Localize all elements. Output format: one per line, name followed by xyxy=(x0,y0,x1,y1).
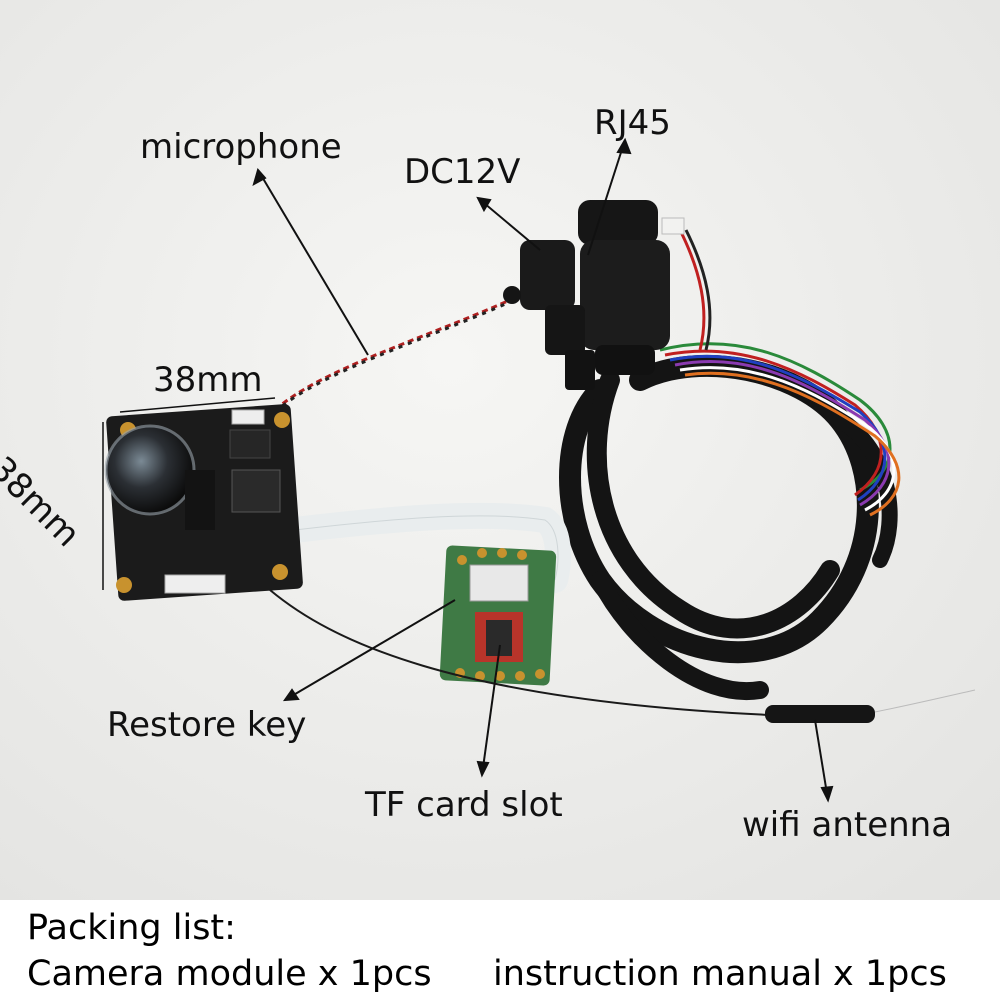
dc12v-jack xyxy=(520,240,595,390)
wifi-antenna xyxy=(269,589,976,723)
label-tf-card-slot: TF card slot xyxy=(365,785,563,825)
microphone-capsule xyxy=(503,286,521,304)
packing-list-item-camera-module: Camera module x 1pcs xyxy=(27,954,432,994)
label-microphone: microphone xyxy=(140,127,342,167)
label-rj45: RJ45 xyxy=(594,103,671,143)
colored-wires xyxy=(659,229,901,517)
label-wifi-antenna: wifi antenna xyxy=(742,805,953,845)
label-dc12v: DC12V xyxy=(404,152,521,192)
label-restore-key: Restore key xyxy=(107,705,307,745)
packing-list: Packing list: Camera module x 1pcs instr… xyxy=(0,900,1000,1000)
packing-list-item-instruction-manual: instruction manual x 1pcs xyxy=(493,954,947,994)
rj45-connector xyxy=(578,200,685,375)
packing-list-title: Packing list: xyxy=(27,908,236,948)
tf-card-board xyxy=(439,545,557,686)
microphone-wire xyxy=(274,286,521,414)
pointer-lines xyxy=(102,137,834,803)
label-width-dimension: 38mm xyxy=(153,360,263,400)
camera-pcb xyxy=(104,404,303,601)
camera-module-photo xyxy=(0,0,1000,900)
